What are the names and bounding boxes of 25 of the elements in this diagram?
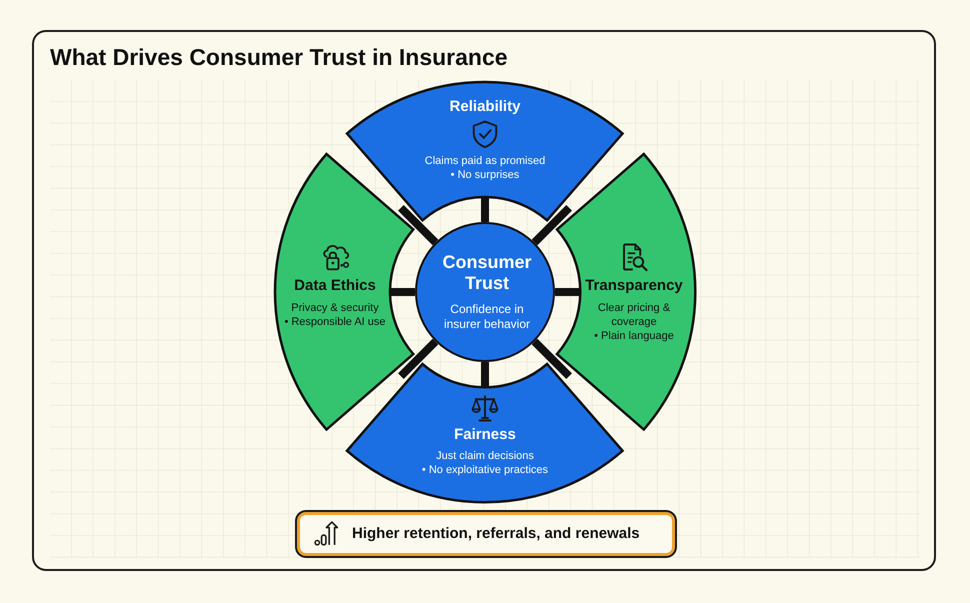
connector-spoke	[481, 362, 489, 387]
ring-segment	[345, 80, 625, 222]
ring-segment	[554, 152, 697, 432]
center-title: Consumer Trust	[441, 252, 532, 294]
connector-spoke	[481, 197, 489, 222]
segment-title: Reliability	[450, 98, 520, 115]
diagram-title: What Drives Consumer Trust in Insurance	[50, 44, 508, 71]
segment-text: Just claim decisions	[436, 448, 534, 463]
center-text: Confidence in insurer behavior	[442, 302, 532, 332]
segment-text: • No exploitative practices	[422, 462, 548, 477]
ring-segment	[273, 152, 416, 432]
segment-text: • No surprises	[450, 168, 520, 182]
segment-title: Data Ethics	[294, 276, 376, 294]
segment-text: Claims paid as promised	[424, 154, 546, 168]
segment-text: • Plain language	[593, 328, 675, 343]
banner-text: Higher retention, referrals, and renewals	[352, 525, 640, 542]
segment-text: • Responsible AI use	[284, 314, 386, 329]
result-banner	[297, 512, 675, 556]
connector-spoke	[390, 288, 415, 296]
connector-spoke	[555, 288, 580, 296]
segment-title: Fairness	[454, 426, 516, 443]
ring-segment	[345, 362, 625, 504]
segment-title: Transparency	[585, 276, 683, 294]
segment-text: Privacy & security	[291, 300, 379, 315]
segment-text: Clear pricing & coverage	[596, 300, 672, 329]
